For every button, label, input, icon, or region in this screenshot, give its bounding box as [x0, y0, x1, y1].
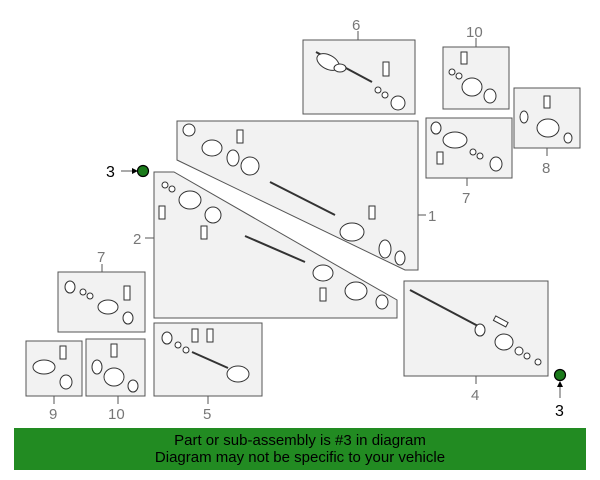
callout-5: 5	[203, 406, 211, 423]
callout-7-left: 7	[97, 249, 105, 266]
callout-1: 1	[428, 208, 436, 225]
part-group-5[interactable]	[153, 322, 263, 397]
callout-3-right: 3	[555, 403, 564, 420]
banner-line-2: Diagram may not be specific to your vehi…	[154, 449, 446, 466]
callout-2: 2	[133, 231, 141, 248]
part-3-right[interactable]	[553, 368, 567, 382]
part-group-2[interactable]	[153, 171, 398, 319]
part-group-6[interactable]	[302, 39, 416, 115]
info-banner: Part or sub-assembly is #3 in diagram Di…	[14, 428, 586, 470]
callout-6: 6	[352, 17, 360, 34]
part-group-10-bottom[interactable]	[85, 338, 146, 397]
callout-7-right: 7	[462, 190, 470, 207]
part-group-10-top[interactable]	[442, 46, 510, 110]
callout-3-left: 3	[106, 164, 115, 181]
callout-9: 9	[49, 406, 57, 423]
callout-8: 8	[542, 160, 550, 177]
part-group-1[interactable]	[176, 120, 419, 271]
part-group-8[interactable]	[513, 87, 581, 149]
part-group-7-left[interactable]	[57, 271, 146, 333]
part-group-9[interactable]	[25, 340, 83, 397]
callout-4: 4	[471, 387, 479, 404]
part-3-left[interactable]	[136, 164, 150, 178]
part-group-7-right[interactable]	[425, 117, 513, 179]
callout-10-bottom: 10	[108, 406, 125, 423]
part-group-4[interactable]	[403, 280, 549, 377]
callout-10-top: 10	[466, 24, 483, 41]
banner-line-1: Part or sub-assembly is #3 in diagram	[174, 432, 426, 449]
